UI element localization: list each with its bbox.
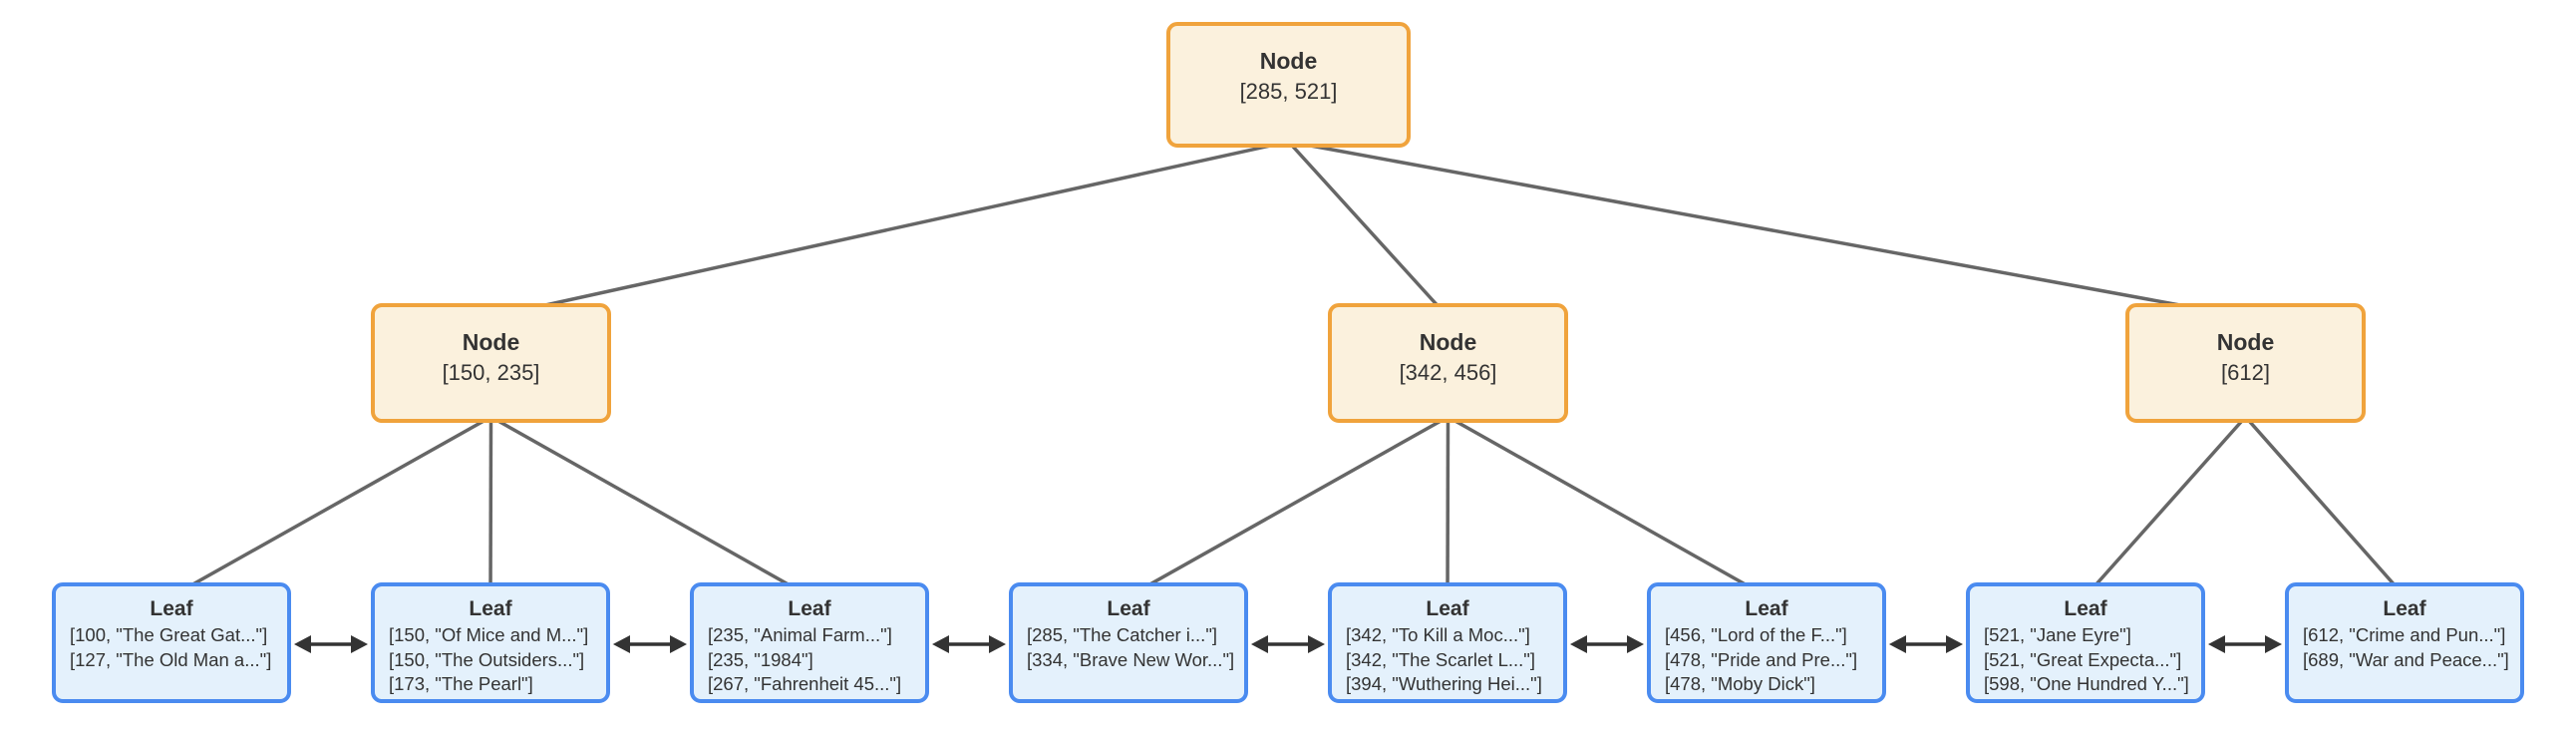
leaf-entry: [150, "The Outsiders..."] [389, 648, 585, 670]
tree-edge [1288, 140, 2246, 319]
node-title: Node [2216, 329, 2275, 355]
tree-edge [488, 416, 493, 597]
leaf-link-arrowhead-right [670, 635, 687, 653]
node-title: Node [462, 329, 520, 355]
leaf-title: Leaf [469, 597, 512, 620]
leaf-link-arrowhead-left [613, 635, 630, 653]
leaf-entry: [521, "Jane Eyre"] [1984, 624, 2131, 645]
leaf-entries: [612, "Crime and Pun..."] [689, "War and … [2289, 623, 2520, 672]
leaf-entry: [150, "Of Mice and M..."] [389, 624, 589, 645]
leaf-entry: [689, "War and Peace..."] [2303, 648, 2509, 670]
leaf-entries: [456, "Lord of the F..."] [478, "Pride an… [1651, 623, 1882, 697]
leaf-entry: [235, "1984"] [708, 648, 813, 670]
leaf-entry: [478, "Moby Dick"] [1665, 673, 1815, 694]
leaf-link-arrowhead-right [2265, 635, 2282, 653]
leaf-node: Leaf [150, "Of Mice and M..."] [150, "The… [371, 582, 610, 703]
leaf-entries: [285, "The Catcher i..."] [334, "Brave Ne… [1013, 623, 1244, 672]
leaf-link-arrowhead-left [932, 635, 949, 653]
leaf-entries: [150, "Of Mice and M..."] [150, "The Outs… [375, 623, 606, 697]
tree-edge [170, 415, 492, 598]
leaf-node: Leaf [456, "Lord of the F..."] [478, "Pri… [1647, 582, 1886, 703]
leaf-entry: [285, "The Catcher i..."] [1027, 624, 1218, 645]
leaf-node: Leaf [612, "Crime and Pun..."] [689, "War… [2285, 582, 2524, 703]
leaf-entry: [267, "Fahrenheit 45..."] [708, 673, 902, 694]
tree-edge [1447, 415, 1768, 598]
tree-edge [489, 415, 810, 598]
node-keys: [285, 521] [1239, 79, 1338, 104]
leaf-link-arrowhead-left [2208, 635, 2225, 653]
leaf-link-arrowhead-left [1251, 635, 1268, 653]
leaf-entry: [342, "The Scarlet L..."] [1346, 648, 1536, 670]
internal-node: Node [612] [2125, 303, 2366, 423]
leaf-entry: [394, "Wuthering Hei..."] [1346, 673, 1542, 694]
leaf-entries: [100, "The Great Gat..."] [127, "The Old … [56, 623, 287, 672]
leaf-link-arrowhead-left [1570, 635, 1587, 653]
leaf-entry: [173, "The Pearl"] [389, 673, 533, 694]
leaf-entry: [521, "Great Expecta..."] [1984, 648, 2182, 670]
internal-node: Node [150, 235] [371, 303, 611, 423]
leaf-link-arrowhead-right [1308, 635, 1325, 653]
node-keys: [150, 235] [442, 360, 540, 385]
internal-node: Node [342, 456] [1328, 303, 1568, 423]
tree-edge [2244, 415, 2407, 598]
leaf-entries: [342, "To Kill a Moc..."] [342, "The Scar… [1332, 623, 1563, 697]
leaf-title: Leaf [1107, 597, 1150, 620]
leaf-entry: [342, "To Kill a Moc..."] [1346, 624, 1530, 645]
leaf-node: Leaf [235, "Animal Farm..."] [235, "1984"… [690, 582, 929, 703]
node-title: Node [1419, 329, 1477, 355]
leaf-node: Leaf [342, "To Kill a Moc..."] [342, "The… [1328, 582, 1567, 703]
leaf-entry: [100, "The Great Gat..."] [70, 624, 268, 645]
leaf-node: Leaf [100, "The Great Gat..."] [127, "The… [52, 582, 291, 703]
leaf-title: Leaf [2383, 597, 2426, 620]
leaf-link-arrowhead-right [1946, 635, 1963, 653]
leaf-link-arrowhead-right [1627, 635, 1644, 653]
leaf-entry: [456, "Lord of the F..."] [1665, 624, 1847, 645]
leaf-entries: [521, "Jane Eyre"] [521, "Great Expecta..… [1970, 623, 2201, 697]
leaf-entry: [478, "Pride and Pre..."] [1665, 648, 1858, 670]
leaf-node: Leaf [521, "Jane Eyre"] [521, "Great Expe… [1966, 582, 2205, 703]
leaf-title: Leaf [150, 597, 193, 620]
tree-edge [490, 140, 1289, 319]
leaf-link-arrowhead-left [294, 635, 311, 653]
leaf-link-arrowhead-right [989, 635, 1006, 653]
leaf-entry: [334, "Brave New Wor..."] [1027, 648, 1235, 670]
leaf-entry: [612, "Crime and Pun..."] [2303, 624, 2506, 645]
node-title: Node [1259, 48, 1318, 74]
tree-edge [2084, 415, 2247, 598]
leaf-entry: [235, "Animal Farm..."] [708, 624, 892, 645]
node-keys: [342, 456] [1399, 360, 1497, 385]
tree-edge [1287, 140, 1449, 319]
leaf-title: Leaf [788, 597, 831, 620]
leaf-link-arrowhead-left [1889, 635, 1906, 653]
leaf-entries: [235, "Animal Farm..."] [235, "1984"] [267… [694, 623, 925, 697]
leaf-title: Leaf [1745, 597, 1788, 620]
leaf-title: Leaf [1426, 597, 1469, 620]
leaf-link-arrowhead-right [351, 635, 368, 653]
leaf-entry: [127, "The Old Man a..."] [70, 648, 272, 670]
node-keys: [612] [2221, 360, 2270, 385]
tree-edge [1127, 415, 1449, 598]
leaf-node: Leaf [285, "The Catcher i..."] [334, "Bra… [1009, 582, 1248, 703]
leaf-title: Leaf [2064, 597, 2107, 620]
root-node: Node [285, 521] [1166, 22, 1411, 148]
tree-edge [1446, 416, 1450, 597]
leaf-entry: [598, "One Hundred Y..."] [1984, 673, 2189, 694]
